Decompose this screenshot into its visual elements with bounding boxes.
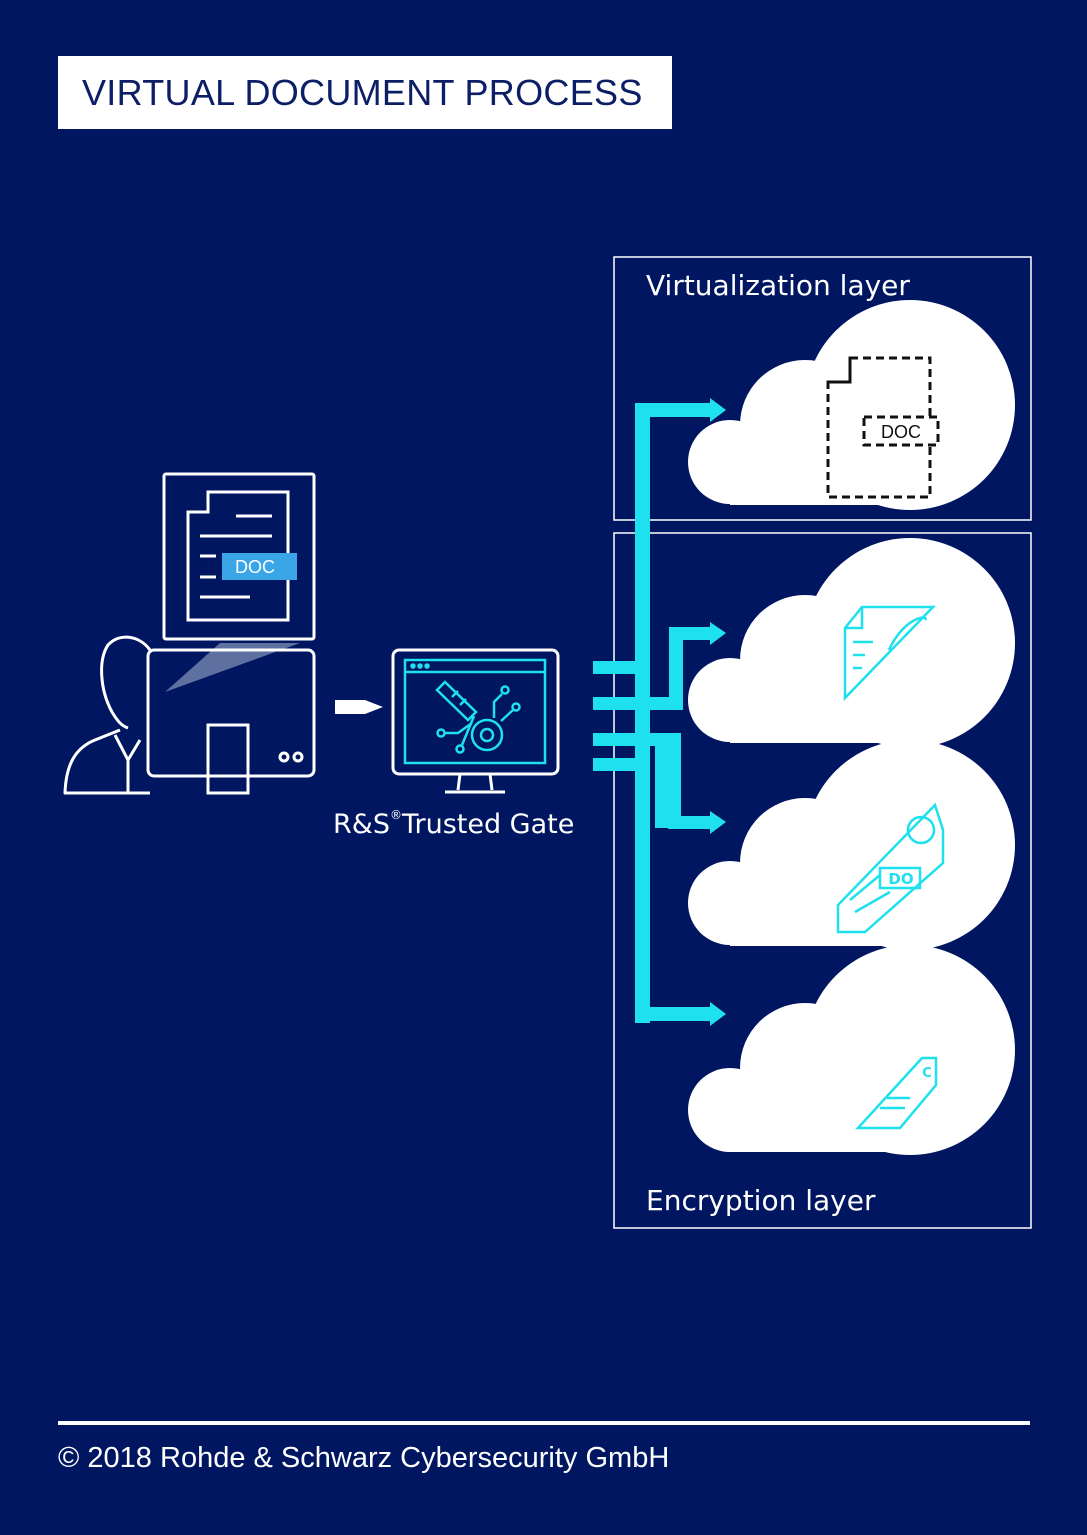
monitor-icon bbox=[146, 648, 316, 795]
cloud-icon bbox=[688, 945, 1015, 1155]
footer-copyright: © 2018 Rohde & Schwarz Cybersecurity Gmb… bbox=[58, 1442, 670, 1474]
virtual-doc-tag: DOC bbox=[881, 422, 921, 442]
encryption-layer-box bbox=[613, 532, 1032, 1229]
connector-lines bbox=[593, 398, 726, 1026]
gate-label: R&S®Trusted Gate bbox=[333, 808, 574, 840]
document-fragment-icon bbox=[855, 1056, 938, 1130]
fragment-3-text: C bbox=[922, 1066, 932, 1081]
arrow-icon bbox=[335, 700, 383, 714]
user-doc-tag: DOC bbox=[235, 557, 275, 577]
title-box: VIRTUAL DOCUMENT PROCESS bbox=[58, 56, 672, 129]
gate-name-prefix: R&S bbox=[333, 809, 390, 840]
cloud-icon bbox=[688, 300, 1015, 510]
encryption-layer-label: Encryption layer bbox=[646, 1184, 876, 1217]
footer-rule bbox=[58, 1421, 1030, 1425]
key-icon bbox=[403, 658, 547, 765]
screen-beam bbox=[165, 643, 300, 692]
gate-monitor-icon bbox=[391, 648, 560, 794]
doc-tag-bg bbox=[222, 553, 297, 580]
document-fragment-icon bbox=[836, 802, 945, 934]
virtualization-layer-label: Virtualization layer bbox=[646, 269, 910, 302]
gate-name-mark: ® bbox=[389, 808, 402, 822]
user-icon bbox=[63, 635, 152, 795]
cloud-icon bbox=[688, 740, 1015, 950]
cloud-icon bbox=[688, 538, 1015, 748]
gate-name-suffix: Trusted Gate bbox=[401, 809, 575, 840]
dashed-document-icon bbox=[826, 356, 940, 499]
document-icon bbox=[162, 472, 316, 641]
page-title: VIRTUAL DOCUMENT PROCESS bbox=[82, 72, 643, 113]
document-fragment-icon bbox=[843, 605, 936, 702]
fragment-2-text: DO bbox=[888, 870, 913, 888]
virtualization-layer-box bbox=[613, 256, 1032, 521]
